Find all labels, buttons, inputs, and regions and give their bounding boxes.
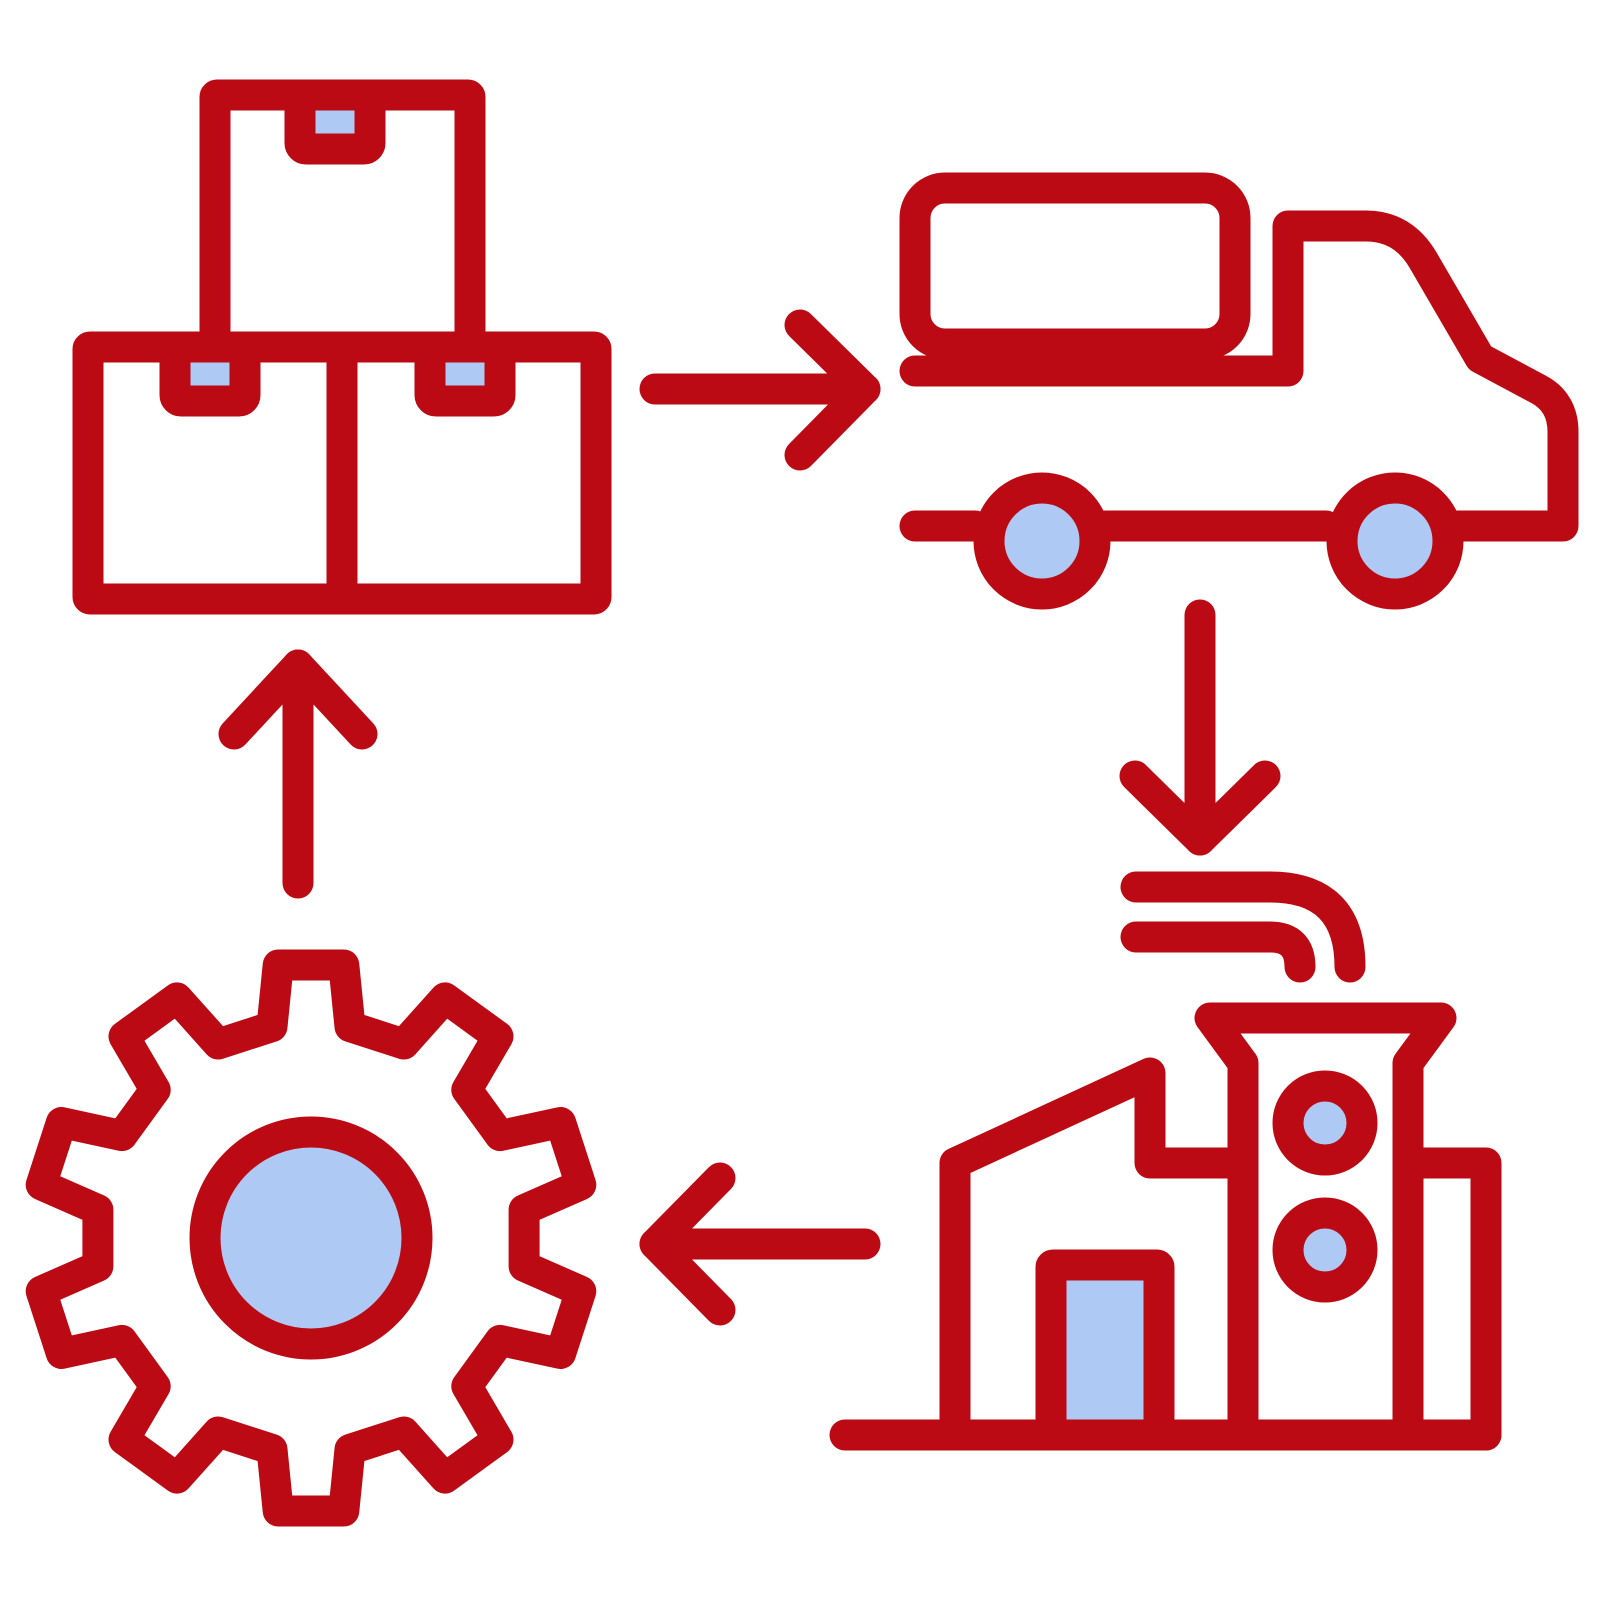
- delivery-truck-icon: [899, 172, 1579, 610]
- factory-icon: [829, 871, 1502, 1451]
- arrow-up: [218, 649, 378, 899]
- gear-icon: [25, 949, 597, 1527]
- stacked-boxes-icon: [72, 79, 612, 615]
- arrow-down: [1119, 599, 1281, 856]
- arrow-left: [639, 1162, 881, 1326]
- arrow-right: [639, 309, 881, 471]
